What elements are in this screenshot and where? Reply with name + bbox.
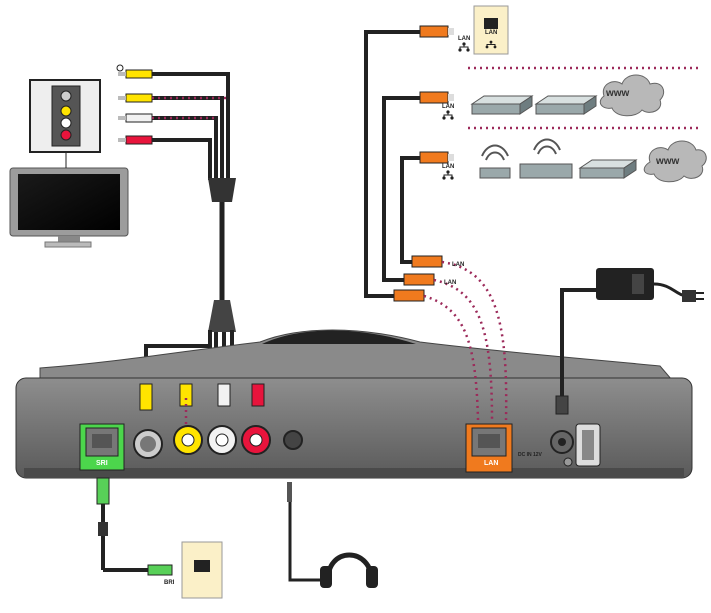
network-symbol-icon [442, 42, 470, 180]
lan-wall-socket-icon [473, 5, 509, 55]
av-cable [144, 72, 260, 386]
dotted-connectors-lan [423, 260, 508, 421]
power-adapter-icon [555, 268, 689, 415]
av-plugs-top [116, 64, 153, 145]
sri-port[interactable] [79, 423, 125, 471]
lan-port[interactable] [465, 423, 513, 473]
bri-wall-socket-icon [181, 541, 223, 599]
lan-cables [364, 30, 422, 298]
bri-cable [96, 477, 173, 576]
av-input-panel-icon [29, 79, 101, 168]
usb-port[interactable] [575, 423, 601, 467]
rj45-heads [393, 25, 454, 302]
av-ports[interactable] [133, 425, 303, 459]
power-plug-icon [682, 290, 704, 302]
internet-cloud-icon [599, 74, 665, 117]
wifi-router-icon [479, 138, 707, 183]
modem-icon [470, 95, 598, 115]
tv-icon [9, 167, 129, 248]
dc-in-port[interactable] [550, 430, 574, 467]
headphones-icon [287, 482, 378, 588]
av-plugs-console [139, 383, 265, 411]
